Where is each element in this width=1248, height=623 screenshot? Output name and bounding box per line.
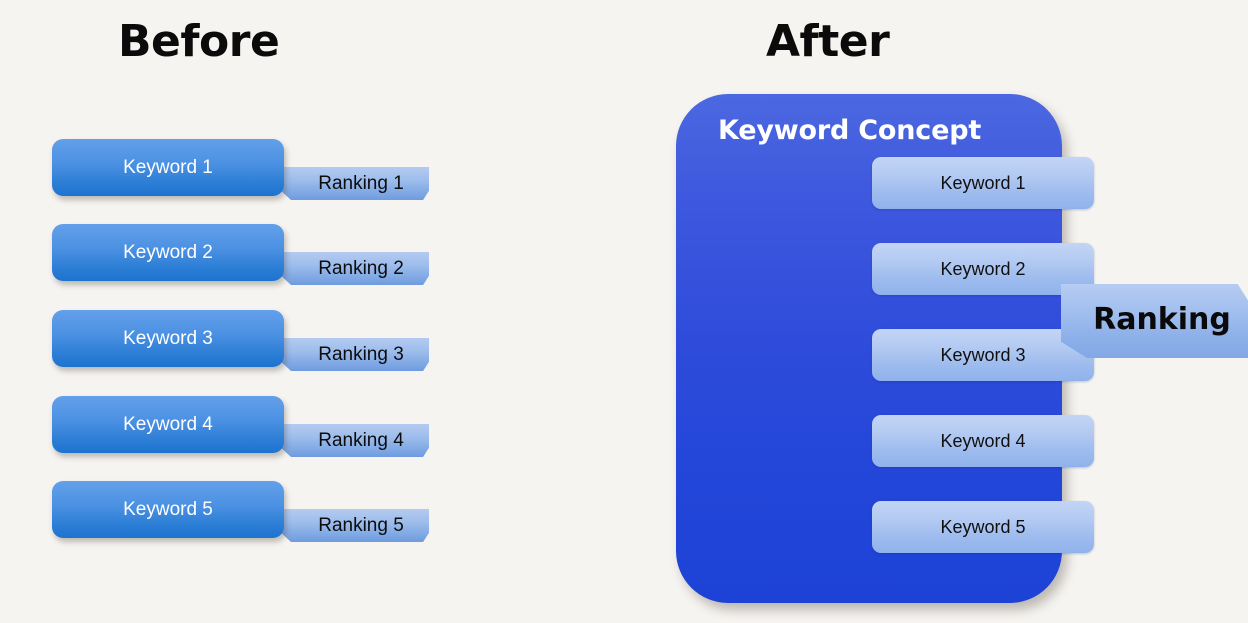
ranking-tag-2: Ranking 2 (281, 252, 429, 285)
ranking-tag-5: Ranking 5 (281, 509, 429, 542)
before-row: Ranking 1 Keyword 1 (0, 139, 460, 219)
concept-keyword-2: Keyword 2 (872, 243, 1094, 295)
before-row: Ranking 5 Keyword 5 (0, 481, 460, 561)
ranking-tag-inner: Ranking 3 (281, 338, 429, 371)
after-section-title: After (766, 16, 890, 67)
concept-keyword-label: Keyword 1 (940, 173, 1026, 193)
concept-keyword-4: Keyword 4 (872, 415, 1094, 467)
concept-keyword-label: Keyword 5 (940, 517, 1026, 537)
keyword-concept-card: Keyword Concept Keyword 1 Keyword 2 Keyw… (676, 94, 1094, 603)
keyword-pill-label: Keyword 1 (123, 157, 213, 178)
before-row: Ranking 3 Keyword 3 (0, 310, 460, 390)
keyword-pill-label: Keyword 2 (123, 242, 213, 263)
concept-keyword-5: Keyword 5 (872, 501, 1094, 553)
concept-keyword-label: Keyword 4 (940, 431, 1026, 451)
keyword-pill-label: Keyword 3 (123, 328, 213, 349)
ranking-tag-label: Ranking 2 (318, 258, 404, 279)
ranking-flag-label: Ranking (1093, 302, 1231, 337)
concept-keyword-3: Keyword 3 (872, 329, 1094, 381)
before-row: Ranking 4 Keyword 4 (0, 396, 460, 476)
keyword-pill-label: Keyword 4 (123, 414, 213, 435)
ranking-tag-label: Ranking 5 (318, 515, 404, 536)
keyword-concept-list: Keyword 1 Keyword 2 Keyword 3 Keyword 4 … (872, 157, 1094, 553)
ranking-tag-inner: Ranking 1 (281, 167, 429, 200)
ranking-tag-inner: Ranking 5 (281, 509, 429, 542)
keyword-pill-label: Keyword 5 (123, 499, 213, 520)
ranking-tag-3: Ranking 3 (281, 338, 429, 371)
concept-keyword-label: Keyword 3 (940, 345, 1026, 365)
keyword-pill-3: Keyword 3 (52, 310, 284, 367)
before-panel: Before Ranking 1 Keyword 1 Ranking 2 Key… (0, 0, 620, 623)
ranking-tag-1: Ranking 1 (281, 167, 429, 200)
after-panel: After Keyword Concept Keyword 1 Keyword … (620, 0, 1248, 623)
ranking-tag-label: Ranking 4 (318, 430, 404, 451)
keyword-pill-1: Keyword 1 (52, 139, 284, 196)
concept-keyword-label: Keyword 2 (940, 259, 1026, 279)
ranking-tag-inner: Ranking 2 (281, 252, 429, 285)
before-row: Ranking 2 Keyword 2 (0, 224, 460, 304)
ranking-tag-4: Ranking 4 (281, 424, 429, 457)
ranking-tag-label: Ranking 1 (318, 173, 404, 194)
keyword-pill-2: Keyword 2 (52, 224, 284, 281)
keyword-pill-4: Keyword 4 (52, 396, 284, 453)
ranking-tag-label: Ranking 3 (318, 344, 404, 365)
ranking-flag: Ranking (1061, 284, 1248, 358)
keyword-concept-heading: Keyword Concept (718, 115, 982, 146)
keyword-pill-5: Keyword 5 (52, 481, 284, 538)
ranking-tag-inner: Ranking 4 (281, 424, 429, 457)
concept-keyword-1: Keyword 1 (872, 157, 1094, 209)
before-section-title: Before (118, 16, 280, 67)
